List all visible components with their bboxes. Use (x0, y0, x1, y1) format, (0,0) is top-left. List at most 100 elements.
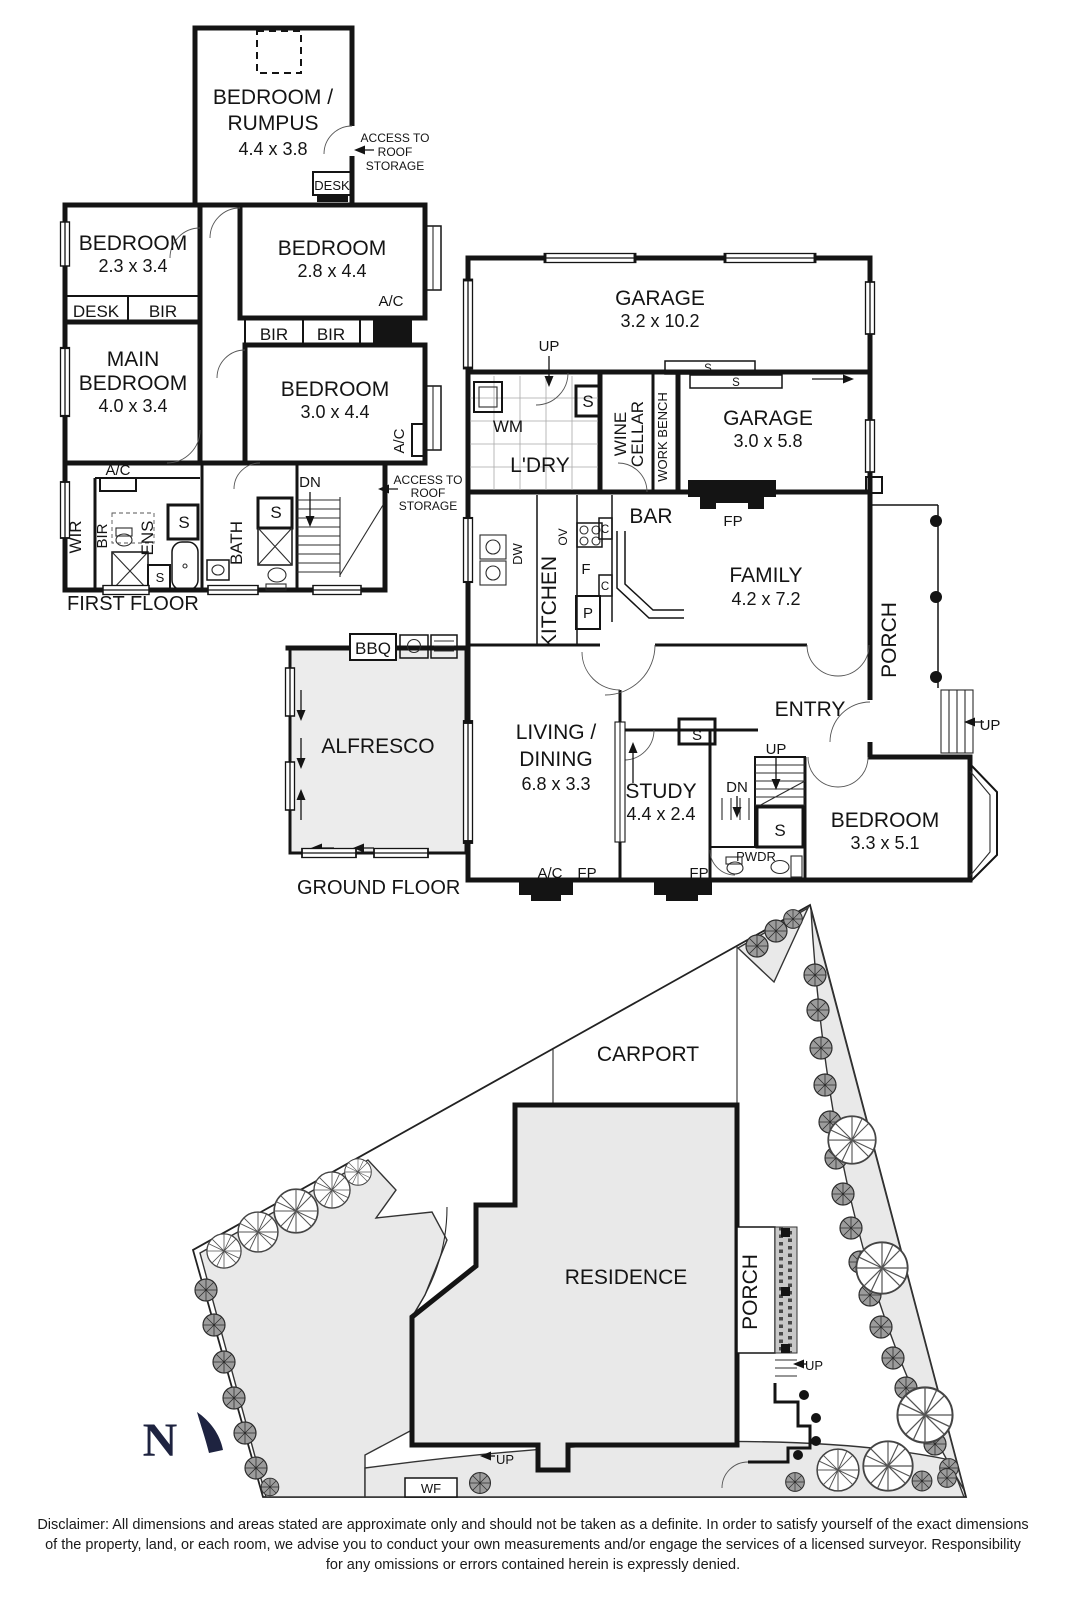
door-arc (535, 372, 569, 406)
porch-post (930, 591, 942, 603)
window-icon (301, 847, 357, 859)
sink-icon (206, 559, 230, 581)
path-edge (411, 1206, 448, 1318)
stairs-icon (721, 756, 806, 848)
shrub-icon (212, 1350, 236, 1374)
oven-label: OV (556, 528, 570, 545)
storage-label: S (774, 821, 785, 840)
dims-bedroom-gf: 3.3 x 5.1 (850, 833, 919, 853)
desk-label: DESK (73, 302, 120, 321)
pwdr-label: PWDR (736, 849, 776, 864)
stove-icon (576, 522, 603, 548)
floor-title-first: FIRST FLOOR (67, 593, 199, 615)
grill-icon (430, 634, 458, 659)
bath-label: BATH (227, 521, 246, 565)
up-label: UP (496, 1452, 514, 1467)
access-roof-label: ACCESS TO (361, 131, 430, 145)
dims-bedroom30: 3.0 x 4.4 (300, 402, 369, 422)
tree-icon (862, 1440, 914, 1492)
access-roof-label: ROOF (378, 145, 413, 159)
tree-icon (896, 1386, 954, 1444)
door-arc (166, 429, 201, 464)
toilet-icon (267, 567, 287, 583)
bir-label: BIR (260, 325, 288, 344)
shrub-icon (809, 1036, 833, 1060)
access-roof-label: STORAGE (399, 499, 457, 513)
north-label: N (143, 1414, 178, 1467)
dims-garage1: 3.2 x 10.2 (620, 311, 699, 331)
fp-label: FP (723, 513, 742, 530)
access-roof-label: STORAGE (366, 159, 424, 173)
room-label-laundry: L'DRY (510, 454, 570, 477)
tree-icon (237, 1211, 279, 1253)
shrub-icon (937, 1468, 957, 1488)
bir-label: BIR (94, 523, 111, 548)
shrub-icon (745, 934, 769, 958)
window-icon (373, 847, 429, 859)
door-arc (807, 756, 839, 788)
residence-outline (409, 1102, 740, 1473)
disclaimer-line: of the property, land, or each room, we … (45, 1537, 1022, 1553)
shrub-icon (233, 1421, 257, 1445)
wm-label: WM (493, 417, 523, 436)
toilet-icon (115, 533, 133, 547)
dims-study: 4.4 x 2.4 (626, 804, 695, 824)
room-label-main-bedroom-2: BEDROOM (79, 372, 188, 395)
window-icon (207, 584, 259, 596)
basin-icon (770, 859, 790, 875)
door-arc (806, 644, 839, 677)
dims-family: 4.2 x 7.2 (731, 589, 800, 609)
room-label-main-bedroom: MAIN (107, 348, 160, 371)
door-arc (169, 227, 201, 259)
steps-icon (775, 1359, 797, 1377)
fp-label: FP (689, 865, 708, 882)
bay-window-icon (969, 763, 998, 883)
ac-label: A/C (378, 293, 403, 310)
first-floor-plan: BEDROOM / RUMPUS 4.4 x 3.8 ACCESS TO ROO… (59, 25, 462, 615)
up-label: UP (805, 1358, 823, 1373)
bar-counter (616, 531, 684, 619)
porch-label: PORCH (878, 602, 901, 678)
room-label-rumpus: BEDROOM / (213, 86, 333, 109)
stairs-icon (297, 497, 384, 577)
sink-icon (479, 560, 507, 586)
window-icon (461, 720, 475, 844)
up-label: UP (980, 717, 1001, 734)
disclaimer-line: for any omissions or errors contained he… (326, 1557, 740, 1573)
window-icon (312, 584, 362, 596)
shrub-icon (839, 1216, 863, 1240)
tree-icon (313, 1171, 351, 1209)
room-label-garage1: GARAGE (615, 287, 705, 310)
shrub-icon (911, 1470, 933, 1492)
shrub-icon (202, 1313, 226, 1337)
work-bench-label: WORK BENCH (655, 392, 670, 482)
window-icon (864, 419, 876, 473)
ground-floor-fixtures (284, 252, 998, 901)
window-icon (59, 346, 71, 418)
up-label: UP (766, 741, 787, 758)
shrub-icon (806, 998, 830, 1022)
dims-main-bedroom: 4.0 x 3.4 (98, 396, 167, 416)
room-label-living-2: DINING (519, 748, 593, 771)
shrub-icon (869, 1315, 893, 1339)
bir-label: BIR (317, 325, 345, 344)
porch-post (930, 515, 942, 527)
trough-icon (473, 381, 503, 413)
ac-label: A/C (105, 462, 130, 479)
room-label-bedroom-gf: BEDROOM (831, 809, 940, 832)
storage-label: S (178, 513, 189, 532)
desk-label: DESK (314, 178, 350, 193)
window-icon (462, 278, 474, 370)
door-arc (721, 1461, 749, 1489)
room-label-bedroom23: BEDROOM (79, 232, 188, 255)
shrub-icon (260, 1477, 280, 1497)
dw-label: DW (510, 542, 525, 564)
porch-label: PORCH (739, 1254, 762, 1330)
fireplace-icon (654, 882, 712, 901)
fireplace-icon (519, 882, 573, 901)
bar-label: BAR (629, 505, 672, 528)
tree-icon (855, 1241, 909, 1295)
ac-label: A/C (537, 865, 562, 882)
storage-label: S (582, 392, 593, 411)
shrub-icon (764, 919, 788, 943)
